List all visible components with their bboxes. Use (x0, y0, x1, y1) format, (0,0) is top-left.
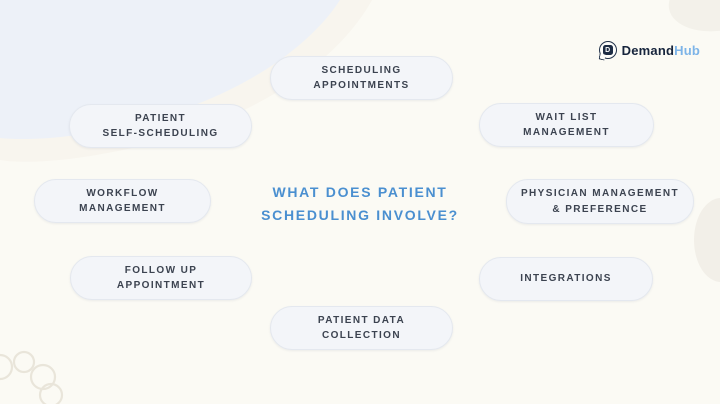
pill-label: SCHEDULING APPOINTMENTS (313, 64, 410, 92)
blob-decoration-right-edge (694, 198, 720, 282)
pill-physician-management-preference: PHYSICIAN MANAGEMENT & PREFERENCE (506, 179, 694, 224)
demandhub-logo: D DemandHub (598, 41, 700, 59)
demandhub-mark-letter: D (602, 45, 613, 55)
pill-follow-up-appointment: FOLLOW UP APPOINTMENT (70, 256, 252, 300)
pill-workflow-management: WORKFLOW MANAGEMENT (34, 179, 211, 223)
page-title: WHAT DOES PATIENT SCHEDULING INVOLVE? (261, 184, 459, 224)
demandhub-wordmark: DemandHub (622, 43, 700, 58)
pill-wait-list-management: WAIT LIST MANAGEMENT (479, 103, 654, 147)
pill-label: WORKFLOW MANAGEMENT (79, 187, 166, 215)
blob-decoration-top-right (662, 0, 720, 41)
pill-patient-self-scheduling: PATIENT SELF-SCHEDULING (69, 104, 252, 148)
pill-label: PATIENT SELF-SCHEDULING (102, 112, 219, 140)
pill-label: PATIENT DATA COLLECTION (317, 314, 406, 342)
brand-word-demand: Demand (621, 42, 675, 58)
demandhub-speech-bubble-icon: D (598, 41, 617, 59)
pill-label: WAIT LIST MANAGEMENT (523, 111, 610, 139)
brand-word-hub: Hub (674, 42, 700, 58)
pill-label: PHYSICIAN MANAGEMENT & PREFERENCE (520, 188, 679, 215)
pill-scheduling-appointments: SCHEDULING APPOINTMENTS (270, 56, 453, 100)
pill-integrations: INTEGRATIONS (479, 257, 653, 301)
pill-patient-data-collection: PATIENT DATA COLLECTION (270, 306, 453, 350)
bubbles-decoration-bottom-left (0, 350, 64, 404)
pill-label: INTEGRATIONS (520, 273, 612, 285)
pill-label: FOLLOW UP APPOINTMENT (116, 264, 206, 292)
